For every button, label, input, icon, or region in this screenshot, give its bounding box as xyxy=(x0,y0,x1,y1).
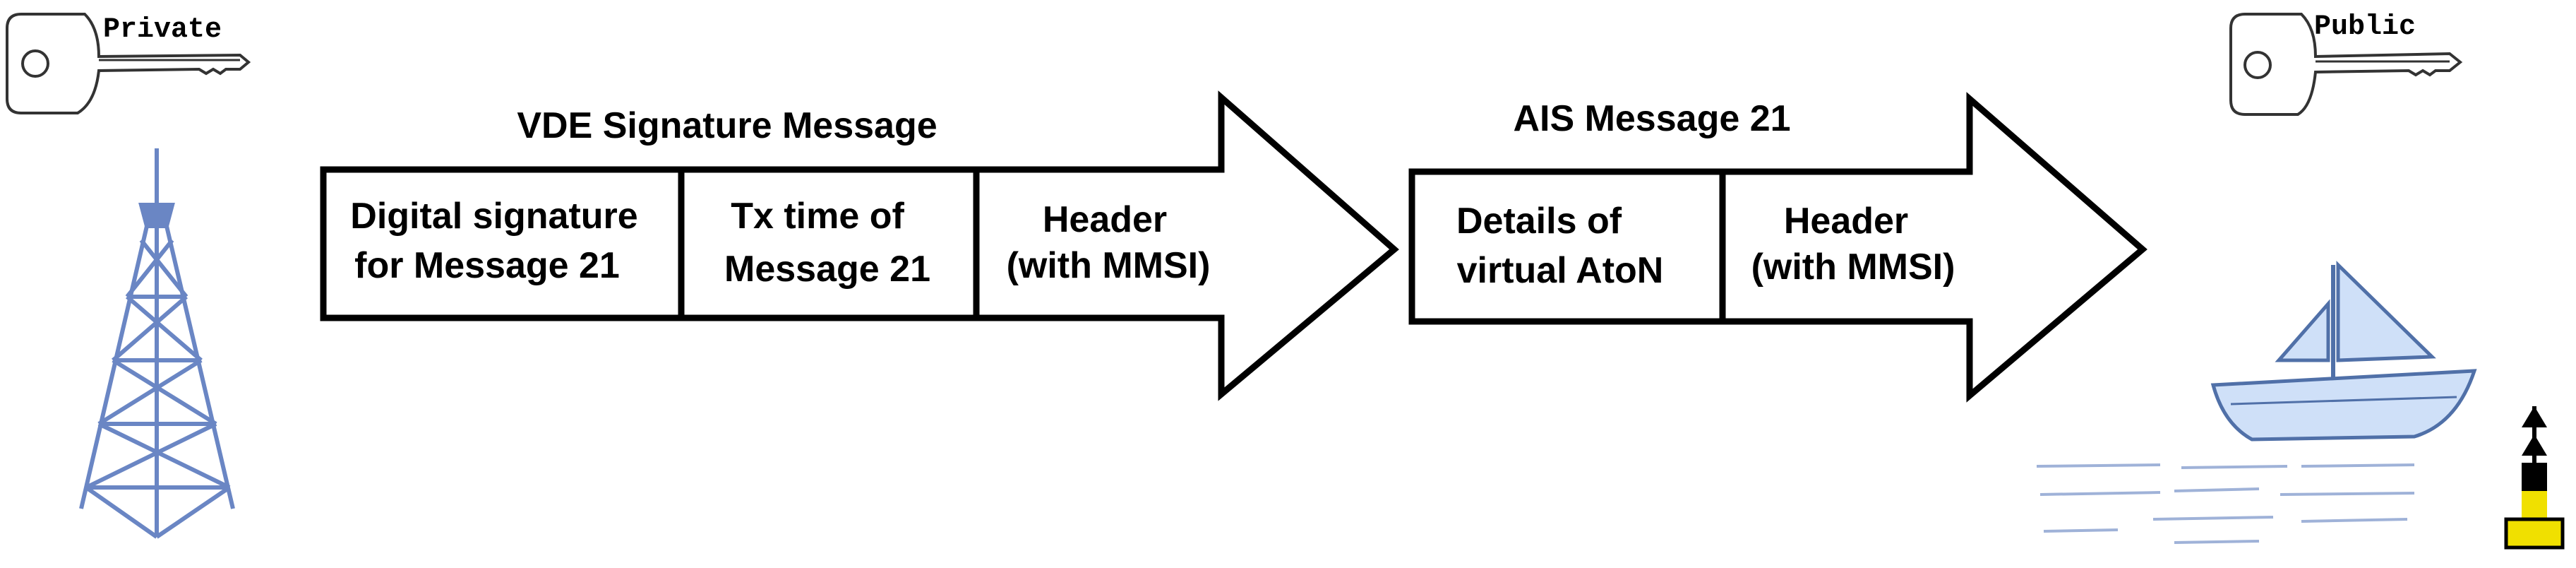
ais-field-details: Details of virtual AtoN xyxy=(1456,201,1663,291)
vde-field-line1: Digital signature xyxy=(350,196,637,237)
vde-field-line2: Message 21 xyxy=(724,249,930,290)
vde-field-header: Header (with MMSI) xyxy=(1007,199,1211,286)
ais-field-line2: (with MMSI) xyxy=(1751,247,1955,288)
vde-field-line1: Header xyxy=(1043,199,1167,240)
ais-message-arrow xyxy=(1408,92,2147,403)
vde-field-line2: (with MMSI) xyxy=(1007,245,1211,286)
ais-field-line1: Header xyxy=(1784,201,1908,242)
water-waves xyxy=(2036,463,2415,544)
public-key-label: Public xyxy=(2314,11,2416,43)
vde-message-arrow xyxy=(320,90,1399,401)
ais-field-line1: Details of xyxy=(1456,201,1622,242)
sailboat-icon xyxy=(2210,261,2477,442)
vde-field-line2: for Message 21 xyxy=(354,245,620,286)
vde-field-tx-time: Tx time of Message 21 xyxy=(724,196,930,290)
vde-field-digital-signature: Digital signature for Message 21 xyxy=(350,196,637,286)
ais-field-header: Header (with MMSI) xyxy=(1751,201,1955,288)
buoy-icon xyxy=(2504,406,2565,550)
private-key-icon xyxy=(6,13,251,114)
public-key-icon xyxy=(2229,13,2463,116)
vde-message-title: VDE Signature Message xyxy=(517,105,937,146)
private-key-label: Private xyxy=(103,14,222,46)
ais-field-line2: virtual AtoN xyxy=(1457,250,1664,291)
vde-field-line1: Tx time of xyxy=(731,196,904,237)
ais-message-title: AIS Message 21 xyxy=(1513,98,1790,139)
transmission-tower-icon xyxy=(79,148,235,539)
